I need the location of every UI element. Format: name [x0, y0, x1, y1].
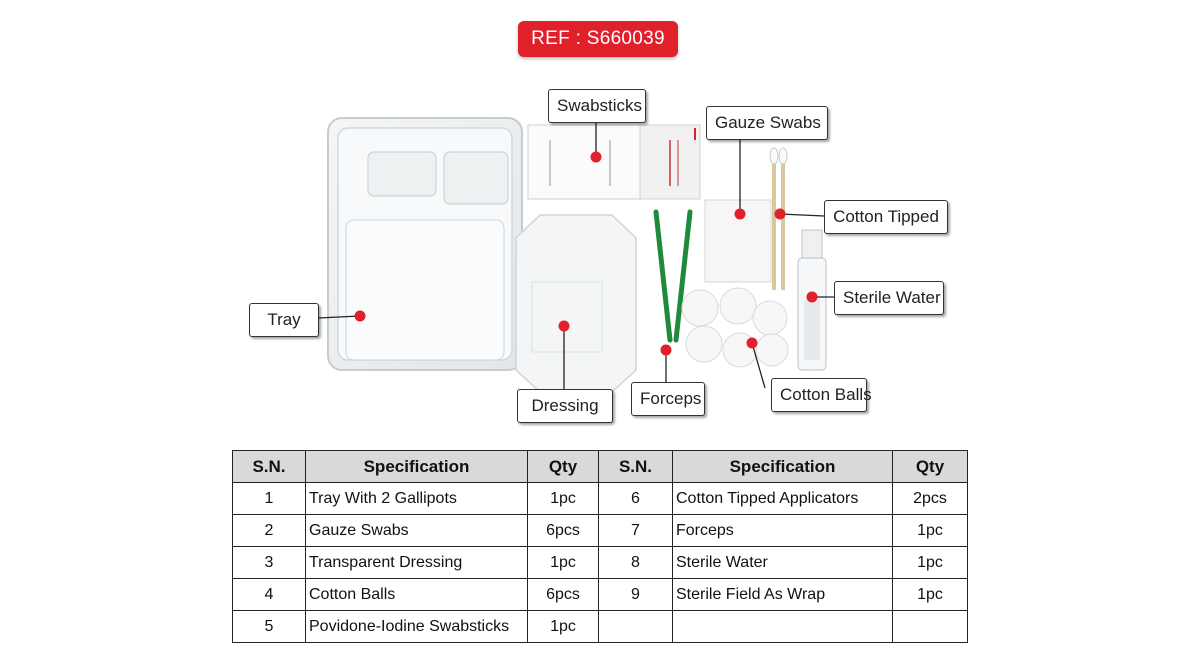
forceps-image	[653, 209, 693, 343]
cell-spec: Sterile Water	[672, 546, 893, 579]
cell-spec: Gauze Swabs	[305, 514, 528, 547]
cell-qty: 1pc	[527, 610, 599, 643]
swabsticks-image	[527, 124, 701, 200]
cell-sn: 8	[598, 546, 673, 579]
cell-qty: 2pcs	[892, 482, 968, 515]
callout-cotton-balls: Cotton Balls	[771, 378, 872, 412]
cell-spec: Tray With 2 Gallipots	[305, 482, 528, 515]
header-specification: Specification	[305, 450, 528, 483]
cell-spec	[672, 610, 893, 643]
table-row: 5 Povidone-Iodine Swabsticks 1pc	[232, 610, 968, 643]
callout-swabsticks: Swabsticks	[548, 89, 646, 123]
leader-lines	[317, 120, 834, 390]
cell-spec: Cotton Tipped Applicators	[672, 482, 893, 515]
cell-sn: 6	[598, 482, 673, 515]
header-sn: S.N.	[598, 450, 673, 483]
callout-gauze-swabs: Gauze Swabs	[706, 106, 828, 140]
cell-qty: 1pc	[892, 546, 968, 579]
dressing-image	[515, 214, 637, 393]
tray-image	[327, 117, 523, 371]
cell-sn: 2	[232, 514, 306, 547]
callout-forceps: Forceps	[631, 382, 705, 416]
cell-spec: Sterile Field As Wrap	[672, 578, 893, 611]
cell-spec: Transparent Dressing	[305, 546, 528, 579]
table-row: 4 Cotton Balls 6pcs 9 Sterile Field As W…	[232, 578, 968, 611]
callout-sterile-water: Sterile Water	[834, 281, 944, 315]
header-qty: Qty	[892, 450, 968, 483]
cell-spec: Cotton Balls	[305, 578, 528, 611]
cotton-tipped-image	[769, 147, 788, 290]
cell-sn	[598, 610, 673, 643]
cell-qty	[892, 610, 968, 643]
header-specification: Specification	[672, 450, 893, 483]
table-row: 3 Transparent Dressing 1pc 8 Sterile Wat…	[232, 546, 968, 579]
table-row: 1 Tray With 2 Gallipots 1pc 6 Cotton Tip…	[232, 482, 968, 515]
specification-table: S.N. Specification Qty S.N. Specificatio…	[232, 450, 968, 643]
ref-badge: REF : S660039	[518, 21, 678, 57]
cell-sn: 3	[232, 546, 306, 579]
table-row: 2 Gauze Swabs 6pcs 7 Forceps 1pc	[232, 514, 968, 547]
callout-markers	[354, 151, 818, 356]
cell-qty: 1pc	[892, 514, 968, 547]
cell-sn: 7	[598, 514, 673, 547]
callout-cotton-tipped: Cotton Tipped	[824, 200, 948, 234]
callout-dressing: Dressing	[517, 389, 613, 423]
gauze-image	[704, 199, 772, 283]
header-qty: Qty	[527, 450, 599, 483]
cell-sn: 9	[598, 578, 673, 611]
callout-tray: Tray	[249, 303, 319, 337]
cell-qty: 1pc	[527, 482, 599, 515]
product-photo	[317, 117, 834, 393]
cell-spec: Povidone-Iodine Swabsticks	[305, 610, 528, 643]
cell-sn: 5	[232, 610, 306, 643]
table-header-row: S.N. Specification Qty S.N. Specificatio…	[232, 450, 968, 483]
cell-qty: 1pc	[892, 578, 968, 611]
cotton-balls-image	[681, 287, 789, 368]
cell-qty: 6pcs	[527, 578, 599, 611]
cell-qty: 1pc	[527, 546, 599, 579]
cell-qty: 6pcs	[527, 514, 599, 547]
header-sn: S.N.	[232, 450, 306, 483]
cell-spec: Forceps	[672, 514, 893, 547]
cell-sn: 4	[232, 578, 306, 611]
cell-sn: 1	[232, 482, 306, 515]
sterile-water-image	[797, 229, 827, 371]
